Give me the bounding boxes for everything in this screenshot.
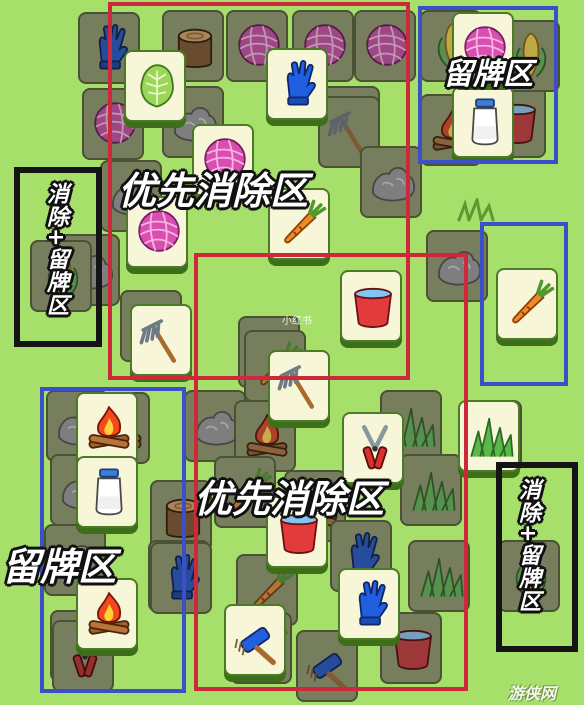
tile-yarn-top[interactable] <box>192 124 254 196</box>
reserve-zone-bottom-left-label: 留牌区 <box>2 545 117 589</box>
reserve-zone-top-right-label: 留牌区 <box>443 57 533 92</box>
tile-lettuce-top[interactable] <box>124 50 186 122</box>
tile-rake-top[interactable] <box>268 350 330 422</box>
tile-bush-top[interactable] <box>458 400 520 472</box>
tile-bush-under <box>400 454 462 526</box>
tile-bucket-top[interactable] <box>266 496 328 568</box>
tile-glove-top[interactable] <box>338 568 400 640</box>
priority-zone-bottom-label: 优先消除区 <box>194 477 385 521</box>
tile-yarn-under <box>354 10 416 82</box>
tile-corn-under <box>498 540 560 612</box>
clear-reserve-zone-left-label: 消除+留牌区 <box>43 182 68 317</box>
tile-stump-under <box>162 10 224 82</box>
tile-rake-top[interactable] <box>130 304 192 376</box>
tile-carrot-top[interactable] <box>496 268 558 340</box>
tile-rock-under <box>360 146 422 218</box>
tile-glove-top[interactable] <box>266 48 328 120</box>
tile-rake-under <box>318 96 380 168</box>
clear-reserve-zone-right-label: 消除+留牌区 <box>515 478 540 613</box>
tile-shears-top[interactable] <box>342 412 404 484</box>
tile-bucket-top[interactable] <box>340 270 402 342</box>
tile-brush-under <box>296 630 358 702</box>
tile-carrot-under <box>214 456 276 528</box>
tile-yarn-top[interactable] <box>126 196 188 268</box>
tile-bush-under <box>408 540 470 612</box>
tile-milk-top[interactable] <box>452 86 514 158</box>
tile-brush-top[interactable] <box>224 604 286 676</box>
watermark-center: 小红书 <box>282 316 312 327</box>
watermark-corner: 游侠网 <box>508 684 557 703</box>
tile-rock-under <box>426 230 488 302</box>
tile-corn-under <box>30 240 92 312</box>
tile-glove-under <box>150 542 212 614</box>
grass-tuft-decoration <box>457 198 495 222</box>
tile-carrot-top[interactable] <box>268 188 330 260</box>
tile-campfire-top[interactable] <box>76 392 138 464</box>
tile-campfire-top[interactable] <box>76 578 138 650</box>
priority-zone-top-label: 优先消除区 <box>118 169 309 213</box>
tile-milk-top[interactable] <box>76 456 138 528</box>
tile-yarn-top[interactable] <box>452 12 514 84</box>
